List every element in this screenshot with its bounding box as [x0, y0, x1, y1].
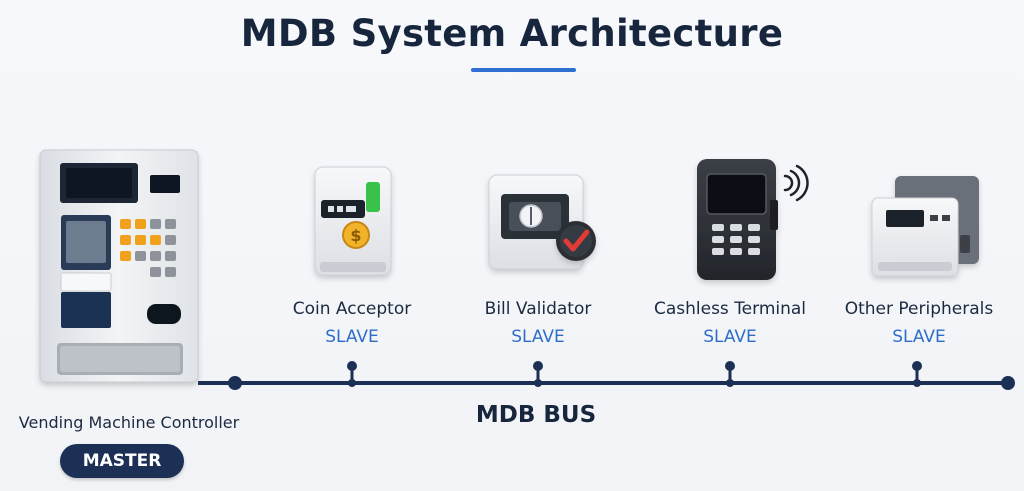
title-underline: [471, 68, 576, 72]
svg-text:$: $: [350, 226, 361, 245]
bus-end-node: [1001, 376, 1015, 390]
slave-role-coin: SLAVE: [325, 327, 379, 347]
bus-node-master: [228, 376, 242, 390]
slave-role-bill: SLAVE: [511, 327, 565, 347]
coin-acceptor-icon: $: [314, 166, 392, 276]
bus-tap-coin: [347, 361, 357, 387]
bus-tap-cashless: [725, 361, 735, 387]
card-terminal-icon: [697, 159, 778, 280]
slave-role-cashless: SLAVE: [703, 327, 757, 347]
page-title: MDB System Architecture: [240, 12, 784, 55]
bus-tap-other: [912, 361, 922, 387]
bus-label: MDB BUS: [475, 402, 597, 428]
mdb-bus-line: [198, 361, 1015, 390]
slave-label-other: Other Peripherals: [844, 299, 994, 319]
slave-label-bill: Bill Validator: [484, 299, 592, 319]
vending-machine-icon: [39, 149, 199, 383]
slave-role-other: SLAVE: [892, 327, 946, 347]
peripheral-device-icon: [871, 176, 979, 277]
master-badge: MASTER: [60, 444, 184, 478]
checkmark-icon: [556, 221, 596, 261]
keypad-icon: [120, 219, 176, 277]
slave-label-coin: Coin Acceptor: [292, 299, 412, 319]
contactless-wave-icon: [783, 164, 809, 202]
bus-tap-bill: [533, 361, 543, 387]
slave-label-cashless: Cashless Terminal: [653, 299, 807, 319]
master-label: Vending Machine Controller: [18, 413, 240, 432]
